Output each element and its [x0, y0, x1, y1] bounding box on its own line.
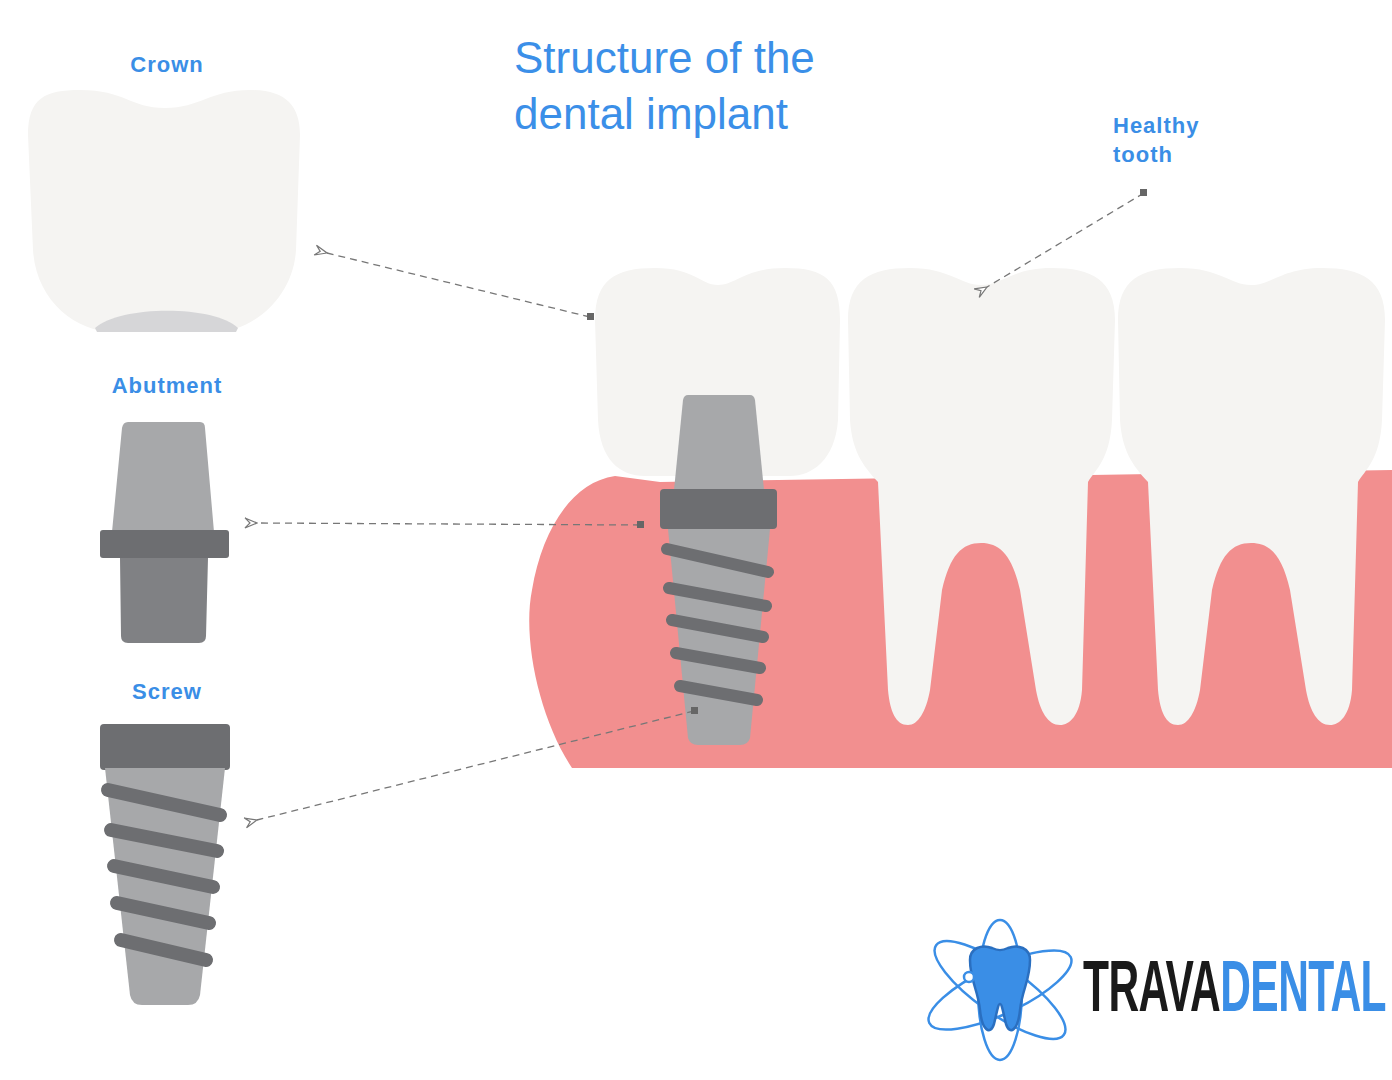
diagram-title: Structure of the dental implant	[514, 30, 914, 142]
abutment-post	[120, 558, 208, 643]
part-label: Abutment	[57, 371, 277, 400]
abutment-part	[112, 422, 214, 532]
implant-screw	[668, 529, 770, 745]
healthy-tooth	[1118, 268, 1385, 725]
implant-collar	[660, 489, 777, 529]
screw-threads	[108, 790, 220, 960]
part-label: Crown	[67, 50, 267, 79]
implant-abutment	[674, 395, 764, 490]
part-label: Screw	[67, 677, 267, 706]
leader-dot	[587, 189, 1147, 714]
leader-line	[257, 193, 1144, 820]
healthy-tooth	[848, 268, 1115, 725]
part-label: Healthy tooth	[1113, 111, 1243, 169]
abutment-collar	[100, 530, 229, 558]
screw-part	[105, 768, 225, 1005]
logo-icon	[919, 920, 1081, 1060]
implant-threads	[667, 549, 768, 700]
logo-word: TRAVA	[1083, 946, 1220, 1026]
screw-collar	[100, 724, 230, 770]
crown-cavity	[95, 311, 238, 332]
crown-part	[28, 90, 300, 332]
logo-word: DENTAL	[1220, 946, 1386, 1026]
logo-wordmark: TRAVADENTAL	[1083, 946, 1386, 1026]
